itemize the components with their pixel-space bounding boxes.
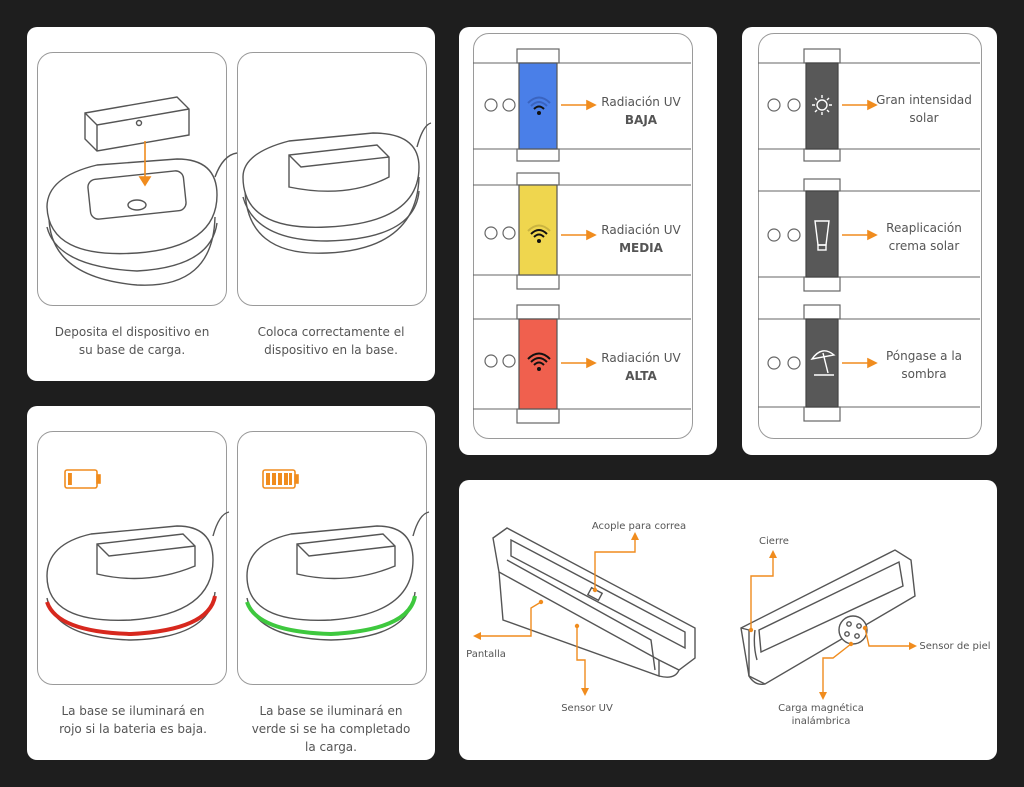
alert-sun-label: Gran intensidad solar	[868, 91, 980, 127]
insert-arrow	[138, 141, 152, 187]
alert-sun-line2: solar	[909, 111, 939, 125]
alert-shade-line2: sombra	[901, 367, 947, 381]
alert-sunscreen-band	[767, 178, 841, 292]
callout-dots	[473, 532, 917, 700]
alerts-card: Gran intensidad solar Reaplicación crema…	[742, 27, 997, 455]
device-parts-diagram	[473, 527, 917, 700]
device-parts-card: Acople para correa Pantalla Sensor UV Ci…	[459, 480, 997, 760]
battery-illustrations	[45, 469, 430, 641]
alert-sunscreen-label: Reaplicación crema solar	[868, 219, 980, 255]
device-back-view	[740, 549, 916, 686]
uv-medium-label-level: MEDIA	[619, 241, 663, 255]
battery-full-caption: La base se iluminará en verde si se ha c…	[251, 704, 411, 754]
alert-shade-line1: Póngase a la	[885, 349, 963, 363]
charging-illustrations	[46, 96, 432, 286]
uv-high-label-level: ALTA	[625, 369, 657, 383]
device-front-view	[492, 527, 696, 678]
uv-medium-band	[484, 172, 560, 290]
uv-high-label: Radiación UV ALTA	[593, 349, 689, 385]
skin-sensor-label: Sensor de piel	[919, 641, 991, 652]
uv-medium-label: Radiación UV MEDIA	[593, 221, 689, 257]
charging-dock-green-led	[246, 511, 430, 641]
alert-arrows	[842, 99, 878, 369]
battery-indicator-card: La base se iluminará en rojo si la bater…	[27, 406, 435, 760]
alert-shade-band	[767, 304, 841, 422]
uv-high-label-line1: Radiación UV	[601, 351, 681, 365]
wireless-charging-line1: Carga magnética	[778, 703, 864, 714]
display-label: Pantalla	[466, 649, 506, 660]
alert-sunscreen-screen	[805, 190, 839, 278]
step-place-caption: Deposita el dispositivo en su base de ca…	[54, 325, 210, 357]
green-led-ring	[245, 595, 417, 637]
uv-levels-diagram	[473, 48, 691, 424]
battery-low-caption: La base se iluminará en rojo si la bater…	[59, 704, 207, 736]
step-seat-caption: Coloca correctamente el dispositivo en l…	[257, 325, 405, 357]
uv-levels-card: Radiación UV BAJA Radiación UV MEDIA Rad…	[459, 27, 717, 455]
wearable-device-lifted	[84, 96, 190, 152]
uv-sensor-label: Sensor UV	[561, 703, 613, 714]
uv-arrows	[561, 99, 597, 369]
alerts-diagram	[758, 48, 980, 422]
strap-mount-label: Acople para correa	[591, 521, 687, 532]
charging-dock-red-led	[46, 511, 230, 641]
uv-low-label-line1: Radiación UV	[601, 95, 681, 109]
charging-dock-seated	[242, 122, 432, 254]
wireless-charging-label: Carga magnética inalámbrica	[765, 702, 877, 728]
sun-icon	[812, 95, 832, 115]
charging-dock-empty	[46, 152, 238, 286]
uv-low-label: Radiación UV BAJA	[593, 93, 689, 129]
uv-high-band	[484, 304, 560, 424]
wireless-charging-line2: inalámbrica	[791, 716, 851, 727]
beach-umbrella-icon	[810, 350, 836, 376]
charging-steps-card: Deposita el dispositivo en su base de ca…	[27, 27, 435, 381]
wifi-signal-low-icon	[527, 96, 551, 115]
battery-low-icon	[64, 469, 101, 489]
wifi-signal-medium-icon	[527, 224, 551, 243]
alert-sunscreen-line2: crema solar	[888, 239, 960, 253]
alert-sun-band	[767, 48, 841, 162]
uv-low-label-level: BAJA	[624, 113, 658, 127]
battery-full-icon	[262, 469, 299, 489]
alert-shade-screen	[805, 318, 839, 408]
clasp-label: Cierre	[759, 536, 789, 547]
red-led-ring	[45, 595, 217, 637]
wifi-signal-high-icon	[527, 352, 551, 371]
uv-high-screen	[518, 318, 558, 410]
alert-sun-line1: Gran intensidad	[876, 93, 972, 107]
alert-sun-screen	[805, 62, 839, 150]
uv-medium-label-line1: Radiación UV	[601, 223, 681, 237]
sunscreen-tube-icon	[814, 220, 830, 251]
alert-shade-label: Póngase a la sombra	[868, 347, 980, 383]
callout-lines	[479, 538, 911, 694]
uv-low-band	[484, 48, 560, 162]
alert-sunscreen-line1: Reaplicación	[886, 221, 962, 235]
